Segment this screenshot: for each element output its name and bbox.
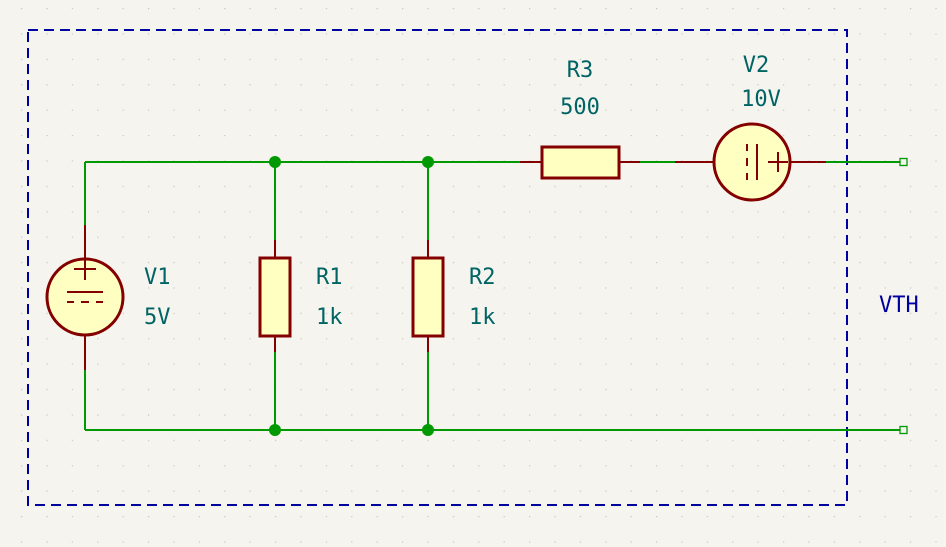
r1-resistor[interactable] xyxy=(258,240,292,352)
boundary-label-vth: VTH xyxy=(879,293,919,318)
v1-value-label: 5V xyxy=(144,305,171,330)
v2-source[interactable] xyxy=(675,122,826,202)
r2-ref-label: R2 xyxy=(469,265,496,290)
r2-resistor[interactable] xyxy=(411,240,445,352)
terminal-top[interactable] xyxy=(899,157,908,167)
r2-value-label: 1k xyxy=(469,305,496,330)
v1-source[interactable] xyxy=(45,225,125,370)
r3-resistor[interactable] xyxy=(520,145,640,180)
r1-ref-label: R1 xyxy=(316,265,343,290)
boundary-box xyxy=(27,29,848,506)
junction-dot xyxy=(269,424,281,436)
r3-value-label: 500 xyxy=(560,95,600,120)
r3-ref-label: R3 xyxy=(567,58,594,83)
v2-value-label: 10V xyxy=(741,87,781,112)
v1-ref-label: V1 xyxy=(144,265,171,290)
r1-value-label: 1k xyxy=(316,305,343,330)
terminal-bottom[interactable] xyxy=(899,425,908,435)
junction-dot xyxy=(422,156,434,168)
junction-dot xyxy=(269,156,281,168)
junction-dot xyxy=(422,424,434,436)
v2-ref-label: V2 xyxy=(743,53,770,78)
